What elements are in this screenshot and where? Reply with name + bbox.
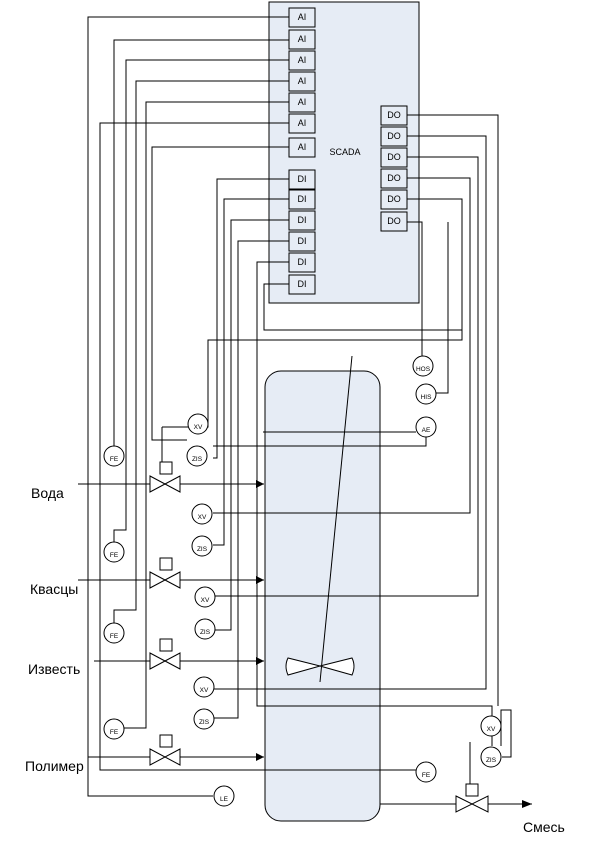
his-instrument: [415, 383, 437, 405]
ai-label: AI: [298, 76, 307, 86]
zis-label: ZIS: [199, 719, 210, 726]
xv-label: XV: [200, 687, 209, 694]
di-label: DI: [298, 257, 307, 267]
ai-label: AI: [298, 142, 307, 152]
xv-instrument: [193, 676, 215, 698]
stream-mixture: Смесь: [523, 819, 565, 835]
di-label: DI: [298, 279, 307, 289]
xv-instrument: [194, 586, 216, 608]
stream-lime: Известь: [28, 661, 80, 677]
xv-label: XV: [194, 424, 203, 431]
fe-label: FE: [110, 633, 119, 640]
polymer-actuator: [159, 734, 173, 748]
fe-instrument: [415, 761, 437, 783]
ai-label: AI: [298, 97, 307, 107]
do-label: DO: [387, 152, 401, 162]
outlet-actuator: [465, 783, 479, 797]
outlet-valve: [455, 795, 489, 813]
di-label: DI: [298, 215, 307, 225]
alum-actuator: [159, 557, 173, 571]
polymer-valve: [149, 748, 181, 766]
fe-label: FE: [110, 456, 119, 463]
do-label: DO: [387, 194, 401, 204]
ae-instrument: [415, 416, 437, 438]
fe-instrument: [103, 445, 125, 467]
fe-label: FE: [110, 552, 119, 559]
ae-label: AE: [422, 427, 431, 434]
water-valve: [149, 475, 181, 493]
agitator-shaft: [319, 355, 353, 683]
di-label: DI: [298, 236, 307, 246]
valves: [149, 461, 489, 813]
xv-label: XV: [201, 597, 210, 604]
zis-instrument: [194, 618, 216, 640]
hos-label: HOS: [416, 366, 431, 373]
water-actuator: [159, 461, 173, 475]
xv-instrument: [480, 715, 502, 737]
do-label: DO: [387, 216, 401, 226]
ai-label: AI: [298, 12, 307, 22]
di-label: DI: [298, 194, 307, 204]
di-label: DI: [298, 174, 307, 184]
ai-label: AI: [298, 55, 307, 65]
hos-instrument: [412, 355, 434, 377]
xv-label: XV: [487, 726, 496, 733]
ai-wiring: [87, 16, 416, 797]
zis-instrument: [193, 708, 215, 730]
ai-label: AI: [298, 118, 307, 128]
lime-valve: [149, 652, 181, 670]
fe-label: FE: [110, 729, 119, 736]
scada-label: SCADA: [329, 147, 360, 157]
zis-label: ZIS: [200, 629, 211, 636]
stream-polymer: Полимер: [25, 758, 84, 774]
instruments: FE FE FE FE FE XV XV XV XV XV ZIS ZIS ZI…: [103, 355, 502, 807]
zis-instrument: [191, 535, 213, 557]
fe-instrument: [103, 541, 125, 563]
xv-instrument: [191, 503, 213, 525]
do-boxes: DO DO DO DO DO DO: [380, 105, 408, 232]
fe-label: FE: [422, 772, 431, 779]
stream-alum: Квасцы: [30, 581, 78, 597]
zis-label: ZIS: [192, 456, 203, 463]
ai-label: AI: [298, 34, 307, 44]
zis-instrument: [186, 445, 208, 467]
di-boxes: DI DI DI DI DI DI: [288, 169, 316, 295]
agitator-impeller: [285, 657, 355, 676]
his-label: HIS: [421, 394, 433, 401]
fe-instrument: [103, 622, 125, 644]
le-label: LE: [220, 796, 229, 803]
xv-label: XV: [198, 514, 207, 521]
xv-instrument: [187, 413, 209, 435]
le-instrument: [213, 785, 235, 807]
stream-water: Вода: [31, 485, 64, 501]
fe-instrument: [103, 718, 125, 740]
zis-label: ZIS: [486, 757, 497, 764]
zis-label: ZIS: [197, 546, 208, 553]
do-label: DO: [387, 110, 401, 120]
do-label: DO: [387, 173, 401, 183]
zis-instrument: [480, 746, 502, 768]
lime-actuator: [159, 638, 173, 652]
do-label: DO: [387, 131, 401, 141]
alum-valve: [149, 571, 181, 589]
